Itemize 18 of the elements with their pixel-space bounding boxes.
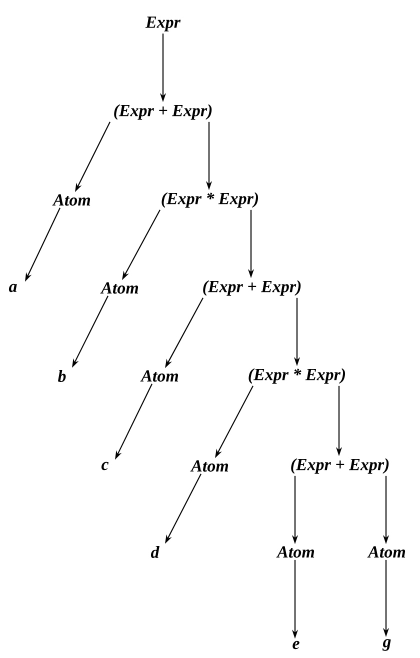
tree-node-label: Expr — [145, 16, 181, 32]
tree-node-label: Atom — [100, 282, 138, 294]
tree-node-label: Atom — [140, 370, 178, 382]
symbol-label: a — [8, 284, 17, 292]
tree-node-label: (Expr * Expr) — [248, 368, 346, 384]
tree-node-label: Atom — [276, 546, 314, 558]
tree-node-label: (Expr + Expr) — [114, 104, 212, 120]
tree-node-label: Atom — [52, 194, 90, 206]
tree-node-label: (Expr + Expr) — [291, 458, 389, 474]
symbol-label: c — [101, 462, 109, 470]
symbol-label: g — [382, 639, 391, 651]
symbol-label: e — [292, 640, 300, 650]
symbol-label: d — [150, 546, 160, 558]
symbol-label: b — [58, 370, 66, 382]
tree-node-label: Atom — [190, 460, 228, 472]
tree-node-label: (Expr + Expr) — [203, 280, 301, 296]
tree-node-label: Atom — [367, 546, 406, 558]
tree-node-label: (Expr * Expr) — [162, 192, 258, 208]
